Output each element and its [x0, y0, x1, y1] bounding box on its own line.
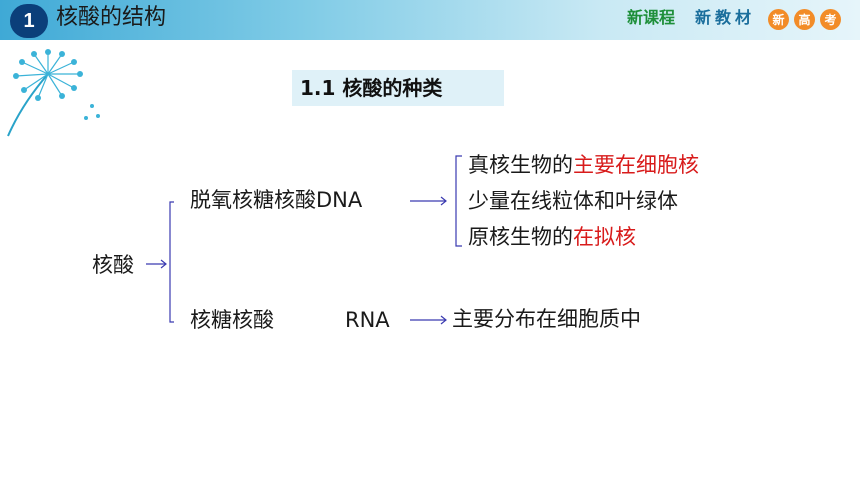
rna-abbreviation: RNA: [345, 308, 390, 332]
rna-location: 主要分布在细胞质中: [452, 307, 641, 331]
dna-location-eukaryote-highlight: 主要在细胞核: [573, 153, 699, 177]
root-label-nucleic-acid: 核酸: [92, 253, 134, 277]
header-bar: [0, 0, 860, 40]
dna-location-eukaryote: 真核生物的主要在细胞核: [468, 153, 699, 177]
dna-location-organelles: 少量在线粒体和叶绿体: [468, 189, 678, 213]
section-number-badge: 1: [10, 4, 48, 38]
section-title: 1.1 核酸的种类: [300, 76, 443, 100]
dna-label: 脱氧核糖核酸DNA: [190, 188, 363, 212]
dna-location-prokaryote: 原核生物的在拟核: [468, 225, 636, 249]
brand-circle-xin: 新: [768, 9, 789, 30]
chapter-title: 核酸的结构: [56, 5, 167, 30]
section-title-background: [292, 70, 504, 106]
brand-material-label: 新教材: [695, 8, 756, 27]
brand-course-label: 新课程: [627, 8, 676, 27]
rna-label: 核糖核酸: [190, 308, 274, 332]
brand-circle-gao: 高: [794, 9, 815, 30]
dna-location-prokaryote-highlight: 在拟核: [573, 225, 636, 249]
dandelion-decoration-icon: [7, 49, 100, 137]
brand-circle-kao: 考: [820, 9, 841, 30]
